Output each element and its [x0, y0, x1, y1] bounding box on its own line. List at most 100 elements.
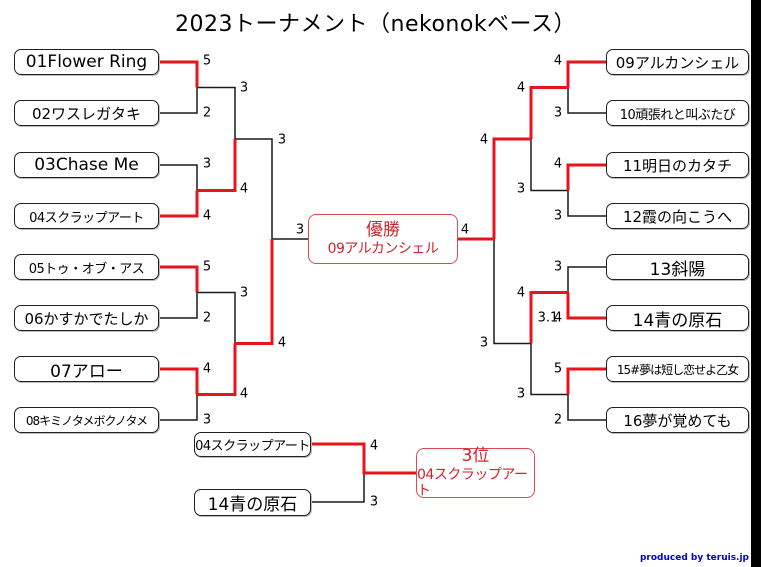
score-qf-d-top: 4 — [516, 285, 526, 301]
team-name: 13斜陽 — [649, 259, 706, 280]
team-name: 08キミノタメボクノタメ — [25, 413, 148, 428]
team-box-10: 10頑張れと叫ぶたび — [606, 100, 749, 126]
team-box-04: 04スクラップアート — [14, 203, 159, 229]
third-place-label: 3位 — [461, 446, 490, 467]
team-box-12: 12霞の向こうへ — [606, 203, 749, 229]
champion-label: 優勝 — [366, 220, 400, 241]
bracket-line — [311, 473, 365, 503]
score-r1-06: 2 — [202, 310, 212, 326]
bracket-line — [159, 394, 198, 421]
third-match-team-b: 14青の原石 — [194, 489, 311, 516]
score-qf-a-top: 3 — [239, 80, 249, 96]
bracket-line — [197, 86, 236, 139]
team-name: 04スクラップアート — [195, 439, 310, 454]
score-r1-12: 3 — [553, 208, 563, 224]
credit-text: produced by teruis.jp — [639, 553, 749, 563]
winner-path-line — [159, 265, 199, 293]
score-r1-14: 4 — [553, 310, 563, 326]
score-sf-right-bot: 3 — [479, 335, 489, 351]
winner-path-line — [529, 86, 568, 139]
score-qf-a-bot: 4 — [239, 181, 249, 197]
team-box-15: 15#夢は短し恋せよ乙女 — [606, 356, 749, 382]
bracket-line — [159, 87, 198, 114]
team-box-14: 14青の原石 — [606, 305, 749, 331]
team-name: 14青の原石 — [632, 310, 723, 331]
bracket-line — [159, 292, 198, 319]
score-third-b: 3 — [369, 494, 379, 510]
team-name: 09アルカンシェル — [615, 53, 740, 72]
score-r1-03: 3 — [202, 156, 212, 172]
team-box-05: 05トゥ・オブ・アス — [14, 254, 159, 280]
team-name: 05トゥ・オブ・アス — [28, 261, 145, 277]
champion-team: 09アルカンシェル — [327, 240, 439, 257]
team-name: 06かすかでたしか — [24, 309, 149, 328]
score-r1-09: 4 — [553, 53, 563, 69]
score-r1-05: 5 — [202, 259, 212, 275]
page-title: 2023トーナメント（nekonokベース） — [175, 12, 576, 37]
score-r1-01: 5 — [202, 53, 212, 69]
bracket-line — [567, 266, 606, 293]
score-qf-c-top: 4 — [516, 80, 526, 96]
team-box-11: 11明日のカタチ — [606, 152, 749, 178]
score-final-left: 3 — [295, 222, 305, 238]
bracket-line — [235, 138, 273, 239]
winner-path-line — [492, 137, 531, 239]
score-r1-15: 5 — [553, 361, 563, 377]
bracket-line — [567, 394, 606, 421]
score-sf-right-top: 4 — [479, 132, 489, 148]
winner-path-line — [311, 442, 416, 475]
team-box-02: 02ワスレガタキ — [14, 100, 159, 126]
team-name: 10頑張れと叫ぶたび — [619, 107, 736, 123]
score-qf-d-mid: 3.1 — [537, 310, 559, 326]
bracket-line — [567, 190, 606, 217]
winner-path-line — [566, 163, 606, 191]
score-r1-02: 2 — [202, 105, 212, 121]
team-name: 01Flower Ring — [25, 52, 148, 72]
team-name: 11明日のカタチ — [622, 156, 733, 175]
score-qf-b-bot: 4 — [239, 386, 249, 402]
score-r1-13: 3 — [553, 259, 563, 275]
champion-box: 優勝 09アルカンシェル — [308, 214, 458, 264]
score-third-a: 4 — [369, 438, 379, 454]
score-sf-left-bot: 4 — [277, 335, 287, 351]
team-name: 03Chase Me — [34, 155, 139, 175]
third-place-box: 3位 04スクラップアート — [416, 446, 535, 499]
score-r1-04: 4 — [202, 208, 212, 224]
score-final-right: 4 — [460, 222, 470, 238]
score-r1-16: 2 — [553, 412, 563, 428]
score-qf-c-bot: 3 — [516, 181, 526, 197]
team-box-09: 09アルカンシェル — [606, 49, 749, 75]
bracket-line — [197, 291, 236, 344]
score-r1-08: 3 — [202, 412, 212, 428]
bracket-line — [530, 139, 568, 192]
score-qf-b-top: 3 — [239, 285, 249, 301]
team-box-16: 16夢が覚めても — [606, 407, 749, 433]
winner-path-line — [566, 367, 606, 395]
third-place-team: 04スクラップアート — [417, 466, 528, 499]
winner-path-line — [159, 60, 199, 88]
score-r1-07: 4 — [202, 361, 212, 377]
score-r1-11: 4 — [553, 156, 563, 172]
winner-path-line — [197, 343, 237, 396]
winner-path-line — [159, 190, 199, 218]
winner-path-line — [566, 60, 606, 88]
team-box-07: 07アロー — [14, 356, 159, 382]
third-match-team-a: 04スクラップアート — [194, 432, 311, 457]
winner-path-line — [159, 367, 199, 395]
winner-path-line — [235, 239, 274, 345]
winner-path-line — [529, 291, 568, 344]
bracket-line — [159, 164, 198, 191]
score-r1-10: 3 — [553, 105, 563, 121]
team-name: 12霞の向こうへ — [622, 207, 733, 226]
team-box-08: 08キミノタメボクノタメ — [14, 407, 159, 433]
team-name: 02ワスレガタキ — [31, 104, 142, 123]
bracket-line — [567, 87, 606, 114]
score-sf-left-top: 3 — [277, 132, 287, 148]
winner-path-line — [566, 292, 606, 320]
score-qf-d-bot: 3 — [516, 386, 526, 402]
team-box-13: 13斜陽 — [606, 254, 749, 280]
team-name: 07アロー — [50, 361, 123, 382]
winner-path-line — [197, 139, 237, 192]
team-box-01: 01Flower Ring — [14, 49, 159, 75]
